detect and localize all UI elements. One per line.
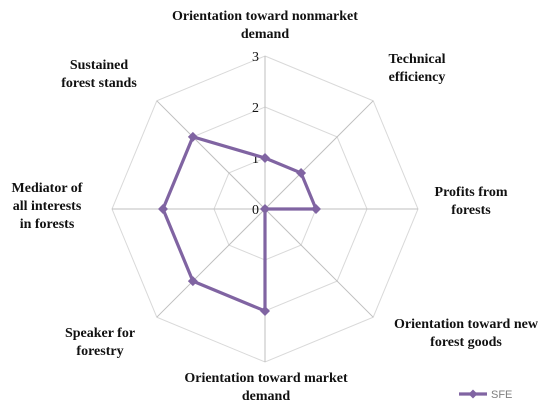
data-point [296,167,307,178]
tick-label: 2 [252,101,259,116]
axis-label: Orientation toward nonmarket demand [172,9,358,42]
axis-label: Orientation toward new forest goods [394,317,539,350]
data-point [260,153,270,163]
axis-label-line: Orientation toward nonmarket [172,9,358,24]
axis-label-line: all interests [13,199,82,214]
axis-label: Speaker for forestry [65,326,135,359]
axis-label: Mediator of all interests in forests [12,181,83,232]
data-point [158,204,168,214]
axis-label: Technical efficiency [388,52,445,85]
axis-label: Profits from forests [435,185,508,218]
legend-swatch-marker [468,389,478,399]
axis-label-line: demand [242,389,290,404]
axis-label-line: Profits from [435,185,508,200]
axis-label: Sustained forest stands [61,58,137,91]
axis-label-line: Speaker for [65,326,135,341]
data-point [260,204,270,214]
data-point [187,131,198,142]
tick-label: 0 [252,203,259,218]
legend-label: SFE [491,389,512,401]
axis-label-line: forestry [76,344,123,359]
axis-label-line: Mediator of [12,181,83,196]
axis-label-line: Technical [388,52,445,67]
series-SFE [158,131,321,316]
axis-spoke-7 [156,100,266,210]
axis-label-line: in forests [20,217,75,232]
axis-spoke-5 [156,208,266,318]
axis-label-line: Orientation toward new [394,317,539,332]
axis-label-line: forest stands [61,76,137,91]
tick-label: 3 [252,50,259,65]
axis-label-line: efficiency [389,70,446,85]
axis-label-line: forests [451,203,491,218]
axis-spoke-1 [264,100,374,210]
data-point [311,204,321,214]
series-line [161,134,319,314]
data-point [260,306,270,316]
axis-label: Orientation toward market demand [184,371,348,404]
tick-labels: 0 1 2 3 [252,50,259,218]
legend: SFE [459,389,512,401]
axis-label-line: Orientation toward market [184,371,348,386]
tick-label: 1 [252,152,259,167]
axis-label-line: Sustained [70,58,129,73]
data-point [187,276,198,287]
axis-label-line: demand [241,27,289,42]
axis-label-line: forest goods [430,335,502,350]
axis-spoke-3 [264,208,374,318]
